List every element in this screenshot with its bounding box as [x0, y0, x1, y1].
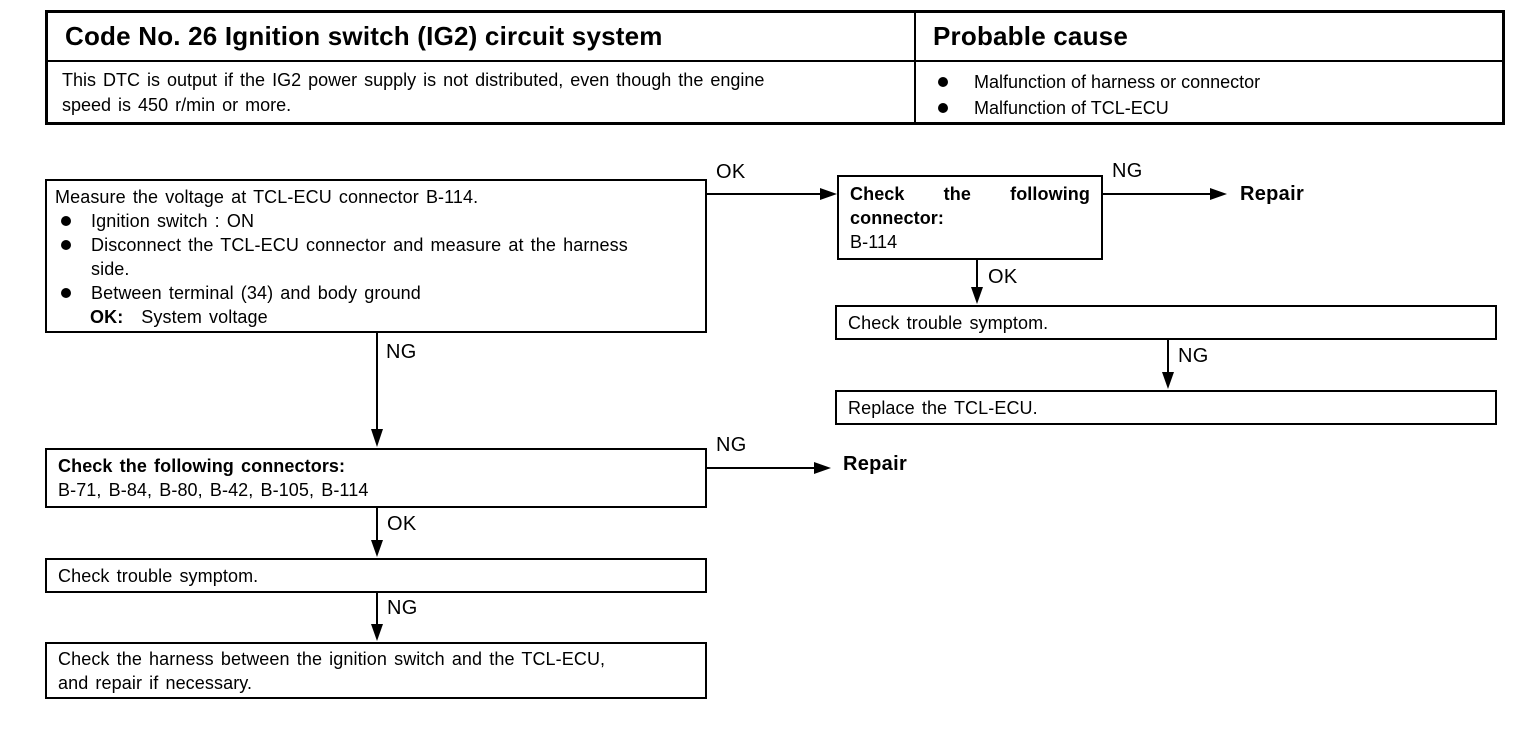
edge-label-ok: OK: [988, 266, 1018, 288]
check-connector-body: B-114: [850, 232, 898, 252]
edge-label-ng: NG: [386, 341, 417, 363]
bullet-icon: [938, 77, 948, 87]
bullet-icon: [61, 240, 71, 250]
bullet-icon: [61, 288, 71, 298]
arrowhead-right-icon: [1210, 188, 1227, 200]
edge-label-ng: NG: [387, 597, 418, 619]
check-connector-title: Check the following connector:: [850, 184, 1090, 228]
probable-cause-item: Malfunction of TCL-ECU: [932, 95, 1502, 121]
flowchart-box-replace-ecu: Replace the TCL-ECU.: [835, 390, 1497, 425]
ok-result-key: OK:: [90, 307, 124, 327]
measure-box-bullet: Between terminal (34) and body ground: [55, 281, 697, 305]
edge-label-ng: NG: [1112, 160, 1143, 182]
bullet-text: Between terminal (34) and body ground: [91, 283, 421, 303]
arrowhead-right-icon: [820, 188, 837, 200]
measure-box-ok-result: OK: System voltage: [55, 305, 697, 329]
arrowhead-right-icon: [814, 462, 831, 474]
arrowhead-down-icon: [1162, 372, 1174, 389]
probable-cause-text: Malfunction of TCL-ECU: [974, 98, 1169, 118]
flowchart-box-measure-voltage: Measure the voltage at TCL-ECU connector…: [45, 179, 707, 333]
edge-label-ng: NG: [716, 434, 747, 456]
edge-label-ng: NG: [1178, 345, 1209, 367]
flowchart-box-check-symptom-left: Check trouble symptom.: [45, 558, 707, 593]
flowchart-box-check-symptom-right: Check trouble symptom.: [835, 305, 1497, 340]
bullet-text: Ignition switch : ON: [91, 211, 255, 231]
arrowhead-down-icon: [371, 540, 383, 557]
arrowhead-down-icon: [371, 429, 383, 447]
bullet-icon: [61, 216, 71, 226]
flowchart-box-check-harness: Check the harness between the ignition s…: [45, 642, 707, 699]
measure-box-bullet: Disconnect the TCL-ECU connector and mea…: [55, 233, 697, 281]
terminal-label-repair: Repair: [1240, 183, 1305, 205]
edge-label-ok: OK: [387, 513, 417, 535]
check-harness-text: Check the harness between the ignition s…: [58, 649, 606, 693]
measure-box-title: Measure the voltage at TCL-ECU connector…: [55, 187, 479, 207]
arrowhead-down-icon: [371, 624, 383, 641]
dtc-description-text: This DTC is output if the IG2 power supp…: [62, 70, 765, 115]
check-connectors-title: Check the following connectors:: [58, 456, 346, 476]
check-connectors-body: B-71, B-84, B-80, B-42, B-105, B-114: [58, 480, 369, 500]
probable-cause-text: Malfunction of harness or connector: [974, 72, 1261, 92]
flowchart-box-check-connector: Check the following connector: B-114: [837, 175, 1103, 260]
check-symptom-text: Check trouble symptom.: [848, 312, 1049, 333]
ok-result-value: System voltage: [141, 307, 268, 327]
probable-cause-item: Malfunction of harness or connector: [932, 69, 1502, 95]
bullet-text: Disconnect the TCL-ECU connector and mea…: [91, 235, 628, 279]
dtc-description-cell: This DTC is output if the IG2 power supp…: [48, 62, 916, 124]
check-symptom-text: Check trouble symptom.: [58, 565, 259, 586]
edge-label-ok: OK: [716, 161, 746, 183]
replace-ecu-text: Replace the TCL-ECU.: [848, 397, 1038, 418]
measure-box-bullet: Ignition switch : ON: [55, 209, 697, 233]
flowchart-box-check-connectors: Check the following connectors: B-71, B-…: [45, 448, 707, 508]
probable-cause-title: Probable cause: [916, 13, 1502, 62]
dtc-header-table: Code No. 26 Ignition switch (IG2) circui…: [45, 10, 1505, 125]
terminal-label-repair: Repair: [843, 453, 908, 475]
probable-cause-list: Malfunction of harness or connector Malf…: [916, 62, 1502, 124]
bullet-icon: [938, 103, 948, 113]
dtc-code-title: Code No. 26 Ignition switch (IG2) circui…: [48, 13, 916, 62]
arrowhead-down-icon: [971, 287, 983, 304]
